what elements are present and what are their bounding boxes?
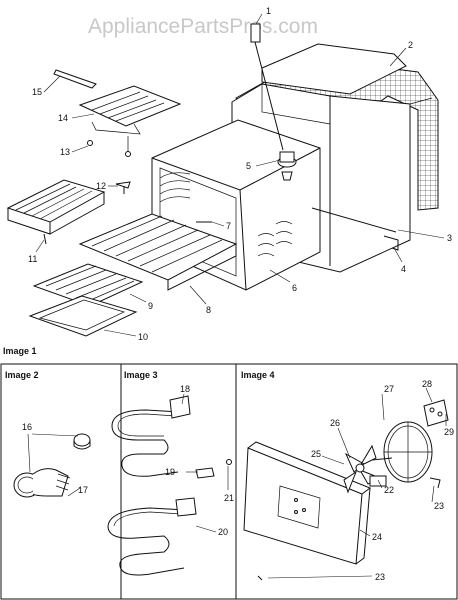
callout-21: 21 bbox=[224, 493, 234, 503]
light-socket bbox=[73, 433, 91, 450]
callout-4: 4 bbox=[401, 264, 406, 274]
section-label-image4: Image 4 bbox=[241, 370, 275, 380]
callout-5: 5 bbox=[246, 161, 251, 171]
image4-group: Image 4 bbox=[241, 370, 454, 582]
callout-23-lower: 23 bbox=[375, 572, 385, 582]
watermark: AppliancePartsPros.com bbox=[88, 15, 318, 38]
callout-12: 12 bbox=[96, 181, 106, 191]
callout-28: 28 bbox=[422, 379, 432, 389]
image1-leaders bbox=[35, 13, 445, 337]
callout-7: 7 bbox=[226, 221, 231, 231]
hinge-rod bbox=[311, 207, 399, 251]
oven-light-bulb bbox=[13, 468, 71, 498]
callout-1: 1 bbox=[266, 6, 271, 16]
callout-26: 26 bbox=[330, 418, 340, 428]
callout-13: 13 bbox=[60, 147, 70, 157]
rack-clip bbox=[115, 181, 131, 194]
terminal-block bbox=[423, 399, 449, 427]
oven-rack-small bbox=[6, 179, 106, 245]
callout-2: 2 bbox=[408, 40, 413, 50]
callout-16: 16 bbox=[22, 422, 32, 432]
section-label-image3: Image 3 bbox=[124, 370, 158, 380]
motor-shaft bbox=[369, 475, 387, 487]
vent-rod bbox=[250, 23, 284, 151]
section-label-image2: Image 2 bbox=[5, 370, 39, 380]
broiler-pan bbox=[28, 295, 138, 337]
callout-6: 6 bbox=[292, 283, 297, 293]
bake-element bbox=[107, 497, 197, 576]
image1-group: 1 2 3 4 5 6 7 8 9 10 11 12 13 14 15 Imag… bbox=[3, 6, 452, 356]
broiler-grill bbox=[32, 263, 144, 307]
callout-14: 14 bbox=[58, 113, 68, 123]
callout-17: 17 bbox=[78, 485, 88, 495]
broiler-rack bbox=[53, 69, 182, 157]
callout-10: 10 bbox=[138, 332, 148, 342]
image2-group: Image 2 16 17 bbox=[5, 370, 91, 498]
mount-bracket bbox=[277, 151, 297, 181]
callout-24: 24 bbox=[372, 532, 382, 542]
broil-element bbox=[111, 395, 191, 477]
callout-22: 22 bbox=[384, 485, 394, 495]
convection-cover-plate bbox=[243, 441, 372, 565]
callout-15: 15 bbox=[32, 87, 42, 97]
callout-29: 29 bbox=[444, 427, 454, 437]
motor-clip bbox=[429, 477, 441, 489]
callout-18: 18 bbox=[180, 384, 190, 394]
callout-27: 27 bbox=[384, 384, 394, 394]
callout-25: 25 bbox=[311, 449, 321, 459]
callout-11: 11 bbox=[28, 254, 37, 264]
callout-9: 9 bbox=[148, 301, 153, 311]
callout-23-upper: 23 bbox=[434, 501, 444, 511]
image3-group: Image 3 18 19 21 20 bbox=[107, 370, 234, 576]
element-bracket bbox=[195, 459, 232, 479]
callout-3: 3 bbox=[447, 233, 452, 243]
section-frames bbox=[0, 363, 458, 600]
callout-20: 20 bbox=[218, 527, 228, 537]
oven-rack-large bbox=[78, 213, 238, 291]
section-label-image1: Image 1 bbox=[3, 346, 37, 356]
callout-19: 19 bbox=[165, 467, 175, 477]
callout-8: 8 bbox=[206, 305, 211, 315]
convection-motor bbox=[371, 421, 433, 483]
